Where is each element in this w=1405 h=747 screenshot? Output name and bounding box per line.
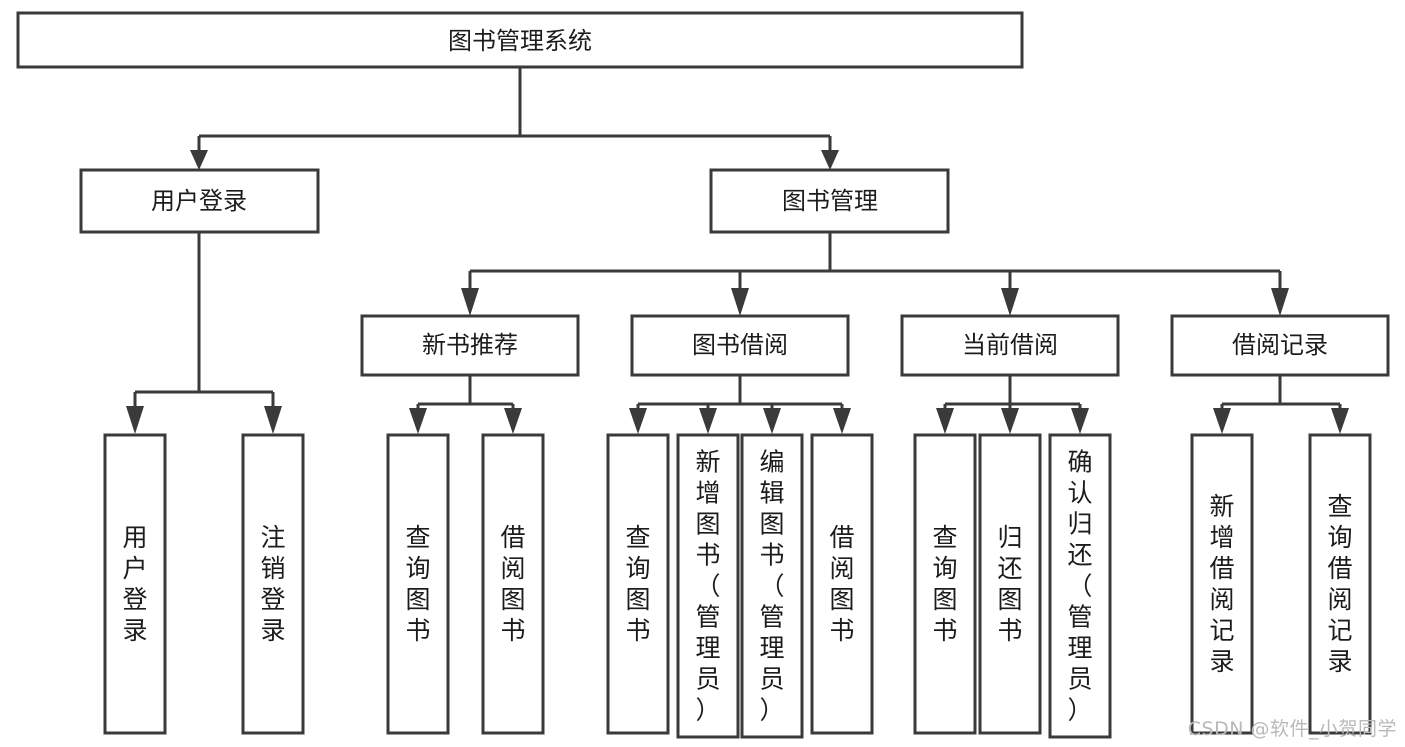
node-leaf-borrow-book-1-box[interactable] [481, 433, 545, 735]
node-new-book-rec-label: 新书推荐 [422, 331, 518, 359]
node-leaf-borrow-book-2-box[interactable] [810, 433, 874, 735]
node-borrow-record-box[interactable] [1170, 314, 1390, 377]
arrow-head-book-manage [821, 150, 839, 170]
node-book-manage-box[interactable] [709, 168, 950, 234]
node-leaf-return-book[interactable]: 归还图书 [978, 433, 1042, 735]
node-borrow-record[interactable]: 借阅记录 [1170, 314, 1390, 377]
arrow-head-leaf-borrow-book-1 [504, 408, 522, 434]
arrow-head-book-borrow [731, 288, 749, 316]
node-leaf-query-book-3-box[interactable] [913, 433, 977, 735]
node-current-borrow-box[interactable] [900, 314, 1120, 377]
node-leaf-borrow-book-2[interactable]: 借阅图书 [810, 433, 874, 735]
node-leaf-return-book-box[interactable] [978, 433, 1042, 735]
node-leaf-query-record-label: 查询借阅记录 [1327, 492, 1352, 676]
node-root[interactable]: 图书管理系统 [16, 11, 1024, 69]
node-leaf-add-book-box[interactable] [676, 433, 740, 739]
node-leaf-user-logout-box[interactable] [241, 433, 305, 735]
node-leaf-add-record-label: 新增借阅记录 [1209, 492, 1234, 676]
node-book-borrow-box[interactable] [630, 314, 850, 377]
arrow-head-leaf-query-book-1 [409, 408, 427, 434]
node-book-borrow-label: 图书借阅 [692, 331, 788, 359]
node-leaf-query-book-2[interactable]: 查询图书 [606, 433, 670, 735]
node-leaf-query-book-1[interactable]: 查询图书 [386, 433, 450, 735]
node-leaf-query-book-2-label: 查询图书 [625, 523, 650, 645]
node-leaf-borrow-book-1-label: 借阅图书 [500, 523, 525, 645]
node-leaf-borrow-book-2-label: 借阅图书 [829, 523, 854, 645]
node-leaf-add-book[interactable]: 新增图书（管理员） [676, 433, 740, 739]
node-leaf-add-book-label: 新增图书（管理员） [695, 448, 720, 725]
node-leaf-user-login[interactable]: 用户登录 [103, 433, 167, 735]
node-leaf-query-book-2-box[interactable] [606, 433, 670, 735]
arrow-head-leaf-confirm-return [1071, 408, 1089, 434]
node-leaf-borrow-book-1[interactable]: 借阅图书 [481, 433, 545, 735]
arrow-head-borrow-record [1271, 288, 1289, 316]
node-leaf-query-book-1-label: 查询图书 [405, 523, 430, 645]
node-leaf-query-book-1-box[interactable] [386, 433, 450, 735]
node-current-borrow-label: 当前借阅 [962, 331, 1058, 359]
node-leaf-user-login-box[interactable] [103, 433, 167, 735]
node-leaf-edit-book[interactable]: 编辑图书（管理员） [740, 433, 804, 739]
arrow-head-user-login [190, 150, 208, 170]
csdn-watermark: CSDN @软件_小贺同学 [1187, 718, 1397, 740]
node-leaf-user-logout[interactable]: 注销登录 [241, 433, 305, 735]
node-leaf-add-record[interactable]: 新增借阅记录 [1190, 433, 1254, 735]
node-leaf-query-book-3-label: 查询图书 [932, 523, 957, 645]
connector-layer [126, 67, 1349, 434]
arrow-head-leaf-query-book-3 [936, 408, 954, 434]
node-leaf-return-book-label: 归还图书 [997, 523, 1022, 645]
node-leaf-add-record-box[interactable] [1190, 433, 1254, 735]
node-new-book-rec[interactable]: 新书推荐 [360, 314, 580, 377]
arrow-head-leaf-add-book [699, 408, 717, 434]
arrow-head-leaf-query-record [1331, 408, 1349, 434]
node-book-manage-label: 图书管理 [782, 187, 878, 215]
node-leaf-confirm-return[interactable]: 确认归还（管理员） [1048, 433, 1112, 739]
node-book-borrow[interactable]: 图书借阅 [630, 314, 850, 377]
node-user-login-label: 用户登录 [151, 187, 247, 215]
arrow-head-leaf-query-book-2 [629, 408, 647, 434]
node-leaf-edit-book-label: 编辑图书（管理员） [759, 448, 784, 725]
arrow-head-leaf-add-record [1213, 408, 1231, 434]
arrow-head-new-book-rec [461, 288, 479, 316]
node-new-book-rec-box[interactable] [360, 314, 580, 377]
node-root-label: 图书管理系统 [448, 27, 592, 55]
node-user-login-box[interactable] [79, 168, 320, 234]
arrow-head-leaf-user-logout [264, 406, 282, 434]
node-borrow-record-label: 借阅记录 [1232, 331, 1328, 359]
arrow-head-leaf-edit-book [763, 408, 781, 434]
arrow-head-leaf-borrow-book-2 [833, 408, 851, 434]
node-leaf-user-login-label: 用户登录 [122, 523, 147, 645]
node-book-manage[interactable]: 图书管理 [709, 168, 950, 234]
node-leaf-confirm-return-label: 确认归还（管理员） [1067, 448, 1092, 725]
node-current-borrow[interactable]: 当前借阅 [900, 314, 1120, 377]
arrow-head-current-borrow [1001, 288, 1019, 316]
node-leaf-query-record[interactable]: 查询借阅记录 [1308, 433, 1372, 735]
node-leaf-confirm-return-box[interactable] [1048, 433, 1112, 739]
node-user-login[interactable]: 用户登录 [79, 168, 320, 234]
node-leaf-query-book-3[interactable]: 查询图书 [913, 433, 977, 735]
node-root-box[interactable] [16, 11, 1024, 69]
arrow-head-leaf-user-login [126, 406, 144, 434]
node-leaf-query-record-box[interactable] [1308, 433, 1372, 735]
arrow-head-leaf-return-book [1001, 408, 1019, 434]
node-leaf-edit-book-box[interactable] [740, 433, 804, 739]
node-leaf-user-logout-label: 注销登录 [260, 523, 285, 645]
